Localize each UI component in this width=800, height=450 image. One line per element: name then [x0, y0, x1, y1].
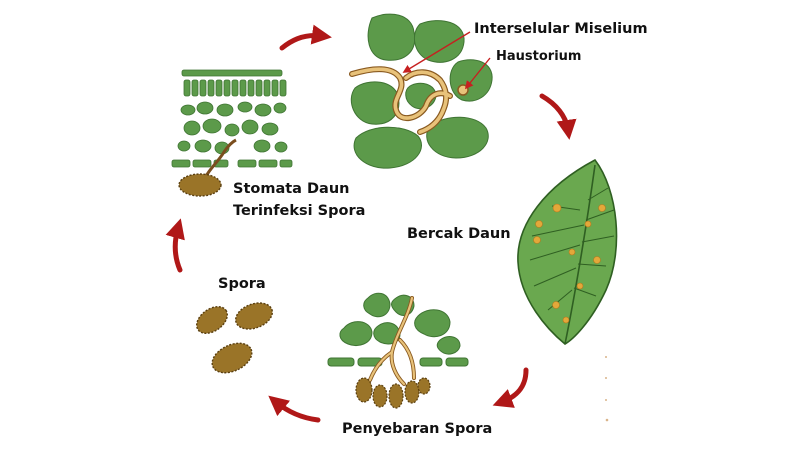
mycelium-cells [350, 13, 493, 169]
spore-dispersal [327, 292, 469, 409]
label-stomata-line2: Terinfeksi Spora [233, 203, 365, 219]
arrow-top [279, 24, 332, 51]
label-penyebaran: Penyebaran Spora [342, 421, 492, 437]
stomata-cross-section [171, 69, 293, 197]
cycle-arrows [165, 24, 577, 423]
label-spora: Spora [218, 276, 266, 292]
arrow-left [165, 218, 185, 273]
margin-dots [605, 356, 609, 422]
arrow-top-right [539, 93, 577, 140]
label-bercak: Bercak Daun [407, 226, 511, 242]
arrow-right-lower [492, 367, 529, 408]
arrow-bottom [268, 395, 321, 423]
free-spores [196, 302, 274, 374]
label-interseluler: Interselular Miselium [474, 21, 648, 37]
infected-leaf [517, 158, 618, 345]
label-stomata-line1: Stomata Daun [233, 181, 349, 197]
label-haustorium: Haustorium [496, 49, 581, 64]
